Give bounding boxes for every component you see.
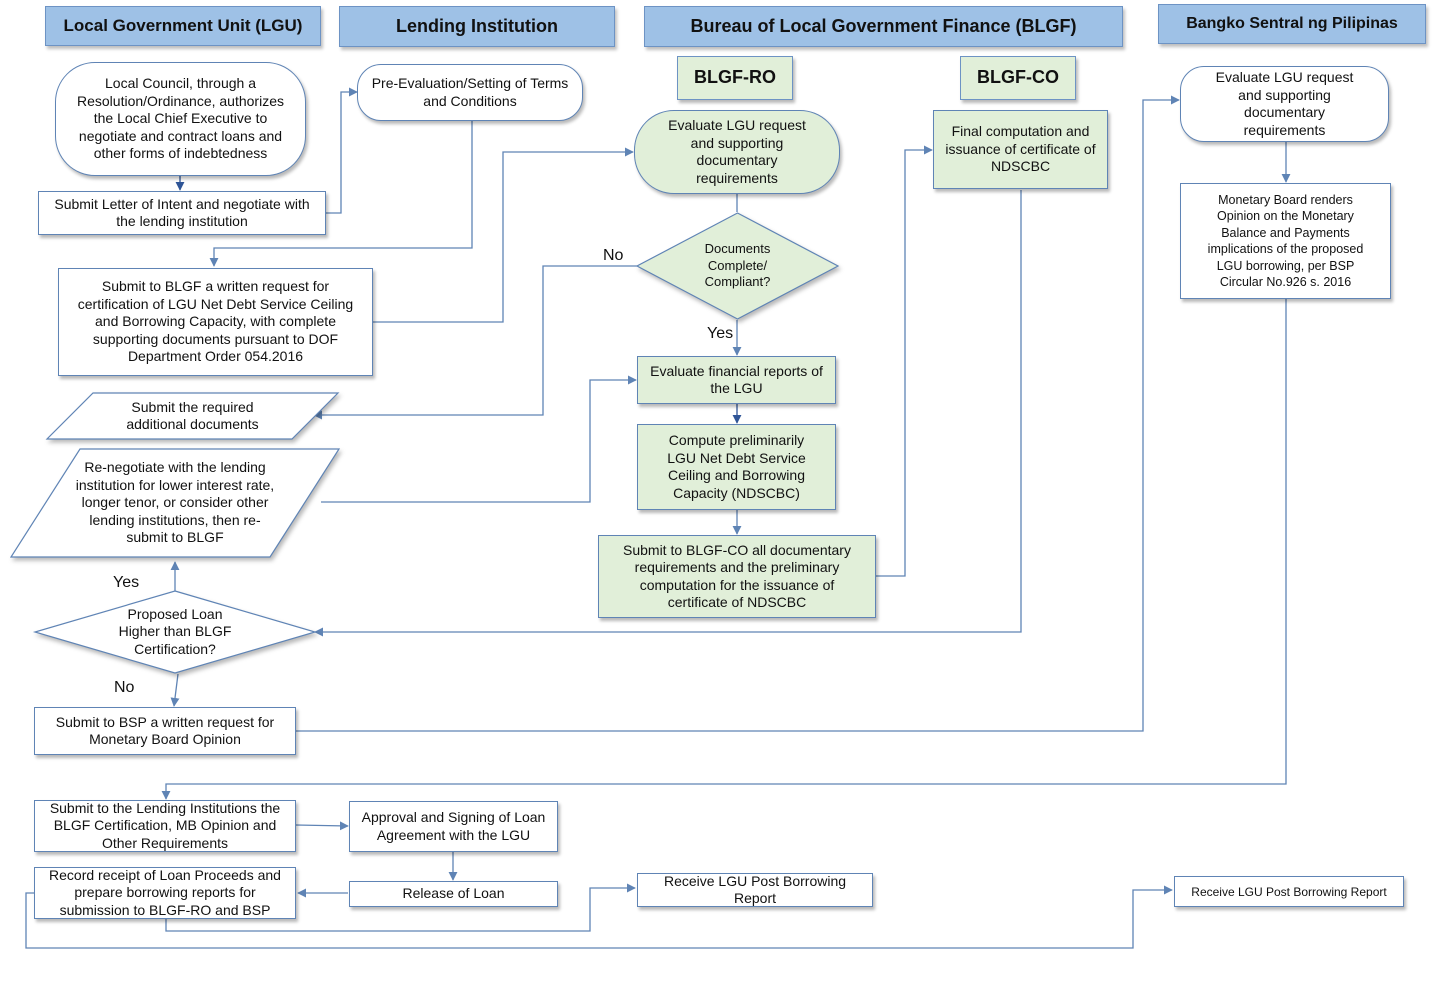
label-no-docs: No xyxy=(603,247,624,264)
lane-header-bsp: Bangko Sentral ng Pilipinas xyxy=(1158,4,1426,44)
additional-documents-node: Submit the required additional documents xyxy=(45,392,340,440)
parallelogram-shape xyxy=(45,392,340,440)
receive-report-ro-node: Receive LGU Post Borrowing Report xyxy=(637,873,873,907)
record-receipt-node: Record receipt of Loan Proceeds and prep… xyxy=(34,867,296,919)
parallelogram-shape xyxy=(9,448,341,558)
label-yes-docs: Yes xyxy=(707,325,734,342)
decision-docs-text: Documents Complete/ Compliant? xyxy=(704,241,771,290)
diamond-shape xyxy=(32,590,318,674)
decision-loan-text: Proposed Loan Higher than BLGF Certifica… xyxy=(118,605,232,657)
evaluate-request-bsp-node: Evaluate LGU request and supporting docu… xyxy=(1180,66,1389,142)
decision-loan-node: Proposed Loan Higher than BLGF Certifica… xyxy=(32,590,318,674)
written-request-bsp-node: Submit to BSP a written request for Mone… xyxy=(34,707,296,755)
compute-ndscbc-node: Compute preliminarily LGU Net Debt Servi… xyxy=(637,424,836,510)
monetary-board-node: Monetary Board renders Opinion on the Mo… xyxy=(1180,183,1391,299)
receive-report-bsp-node: Receive LGU Post Borrowing Report xyxy=(1174,876,1404,907)
evaluate-financial-node: Evaluate financial reports of the LGU xyxy=(637,356,836,404)
renegotiate-text: Re-negotiate with the lending institutio… xyxy=(75,459,275,546)
label-no-loan: No xyxy=(114,679,135,696)
lane-header-lending: Lending Institution xyxy=(339,6,615,47)
diamond-shape xyxy=(635,212,840,320)
lane-header-blgf: Bureau of Local Government Finance (BLGF… xyxy=(644,6,1123,47)
renegotiate-node: Re-negotiate with the lending institutio… xyxy=(9,448,341,558)
label-yes-loan: Yes xyxy=(113,574,140,591)
approval-signing-node: Approval and Signing of Loan Agreement w… xyxy=(349,801,558,852)
sublane-header-blgf-ro: BLGF-RO xyxy=(677,56,793,100)
council-authorization-node: Local Council, through a Resolution/Ordi… xyxy=(55,62,306,176)
decision-docs-node: Documents Complete/ Compliant? xyxy=(635,212,840,320)
sublane-header-blgf-co: BLGF-CO xyxy=(960,56,1076,100)
release-loan-node: Release of Loan xyxy=(349,881,558,907)
pre-evaluation-node: Pre-Evaluation/Setting of Terms and Cond… xyxy=(357,64,583,121)
letter-of-intent-node: Submit Letter of Intent and negotiate wi… xyxy=(38,191,326,235)
additional-documents-text: Submit the required additional documents xyxy=(126,398,259,433)
submit-to-co-node: Submit to BLGF-CO all documentary requir… xyxy=(598,535,876,618)
written-request-blgf-node: Submit to BLGF a written request for cer… xyxy=(58,268,373,376)
lane-header-lgu: Local Government Unit (LGU) xyxy=(45,6,321,46)
submit-lending-node: Submit to the Lending Institutions the B… xyxy=(34,800,296,852)
final-computation-node: Final computation and issuance of certif… xyxy=(933,110,1108,189)
evaluate-request-ro-node: Evaluate LGU request and supporting docu… xyxy=(634,110,840,194)
